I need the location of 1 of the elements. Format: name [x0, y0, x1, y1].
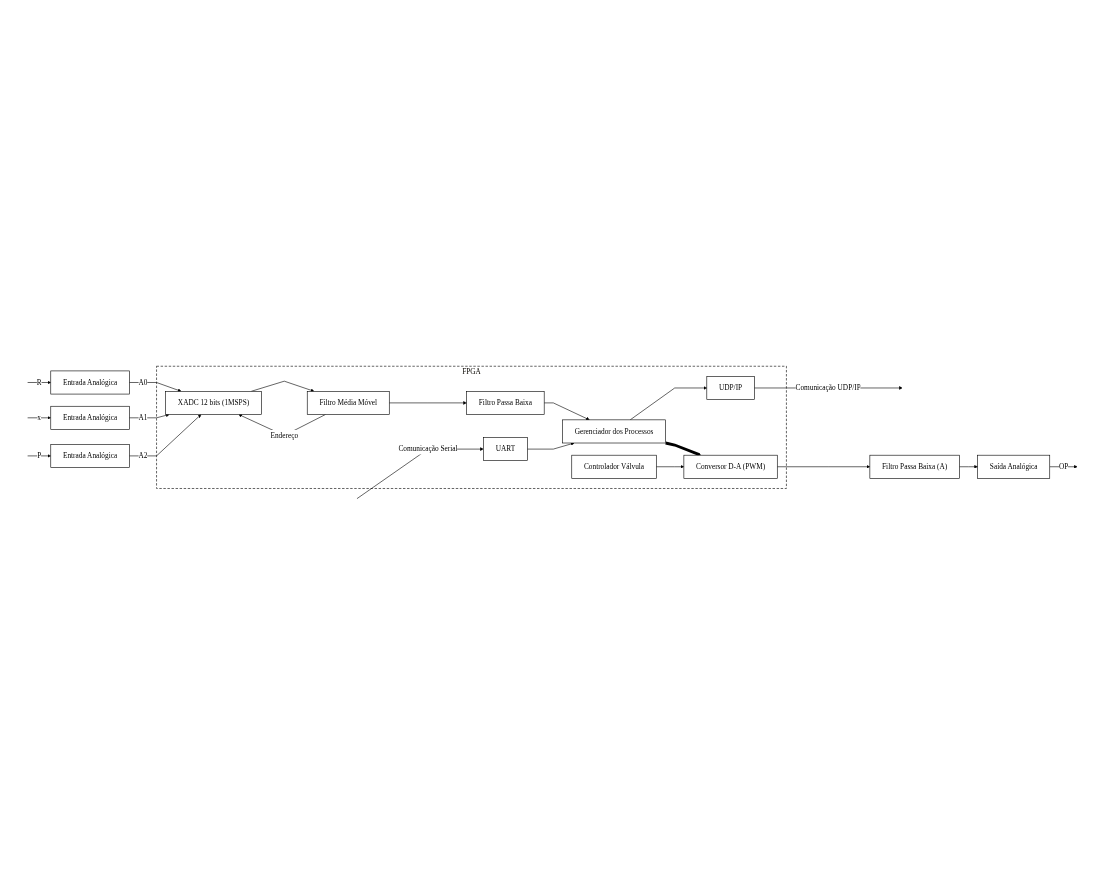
- arrow: [665, 441, 701, 456]
